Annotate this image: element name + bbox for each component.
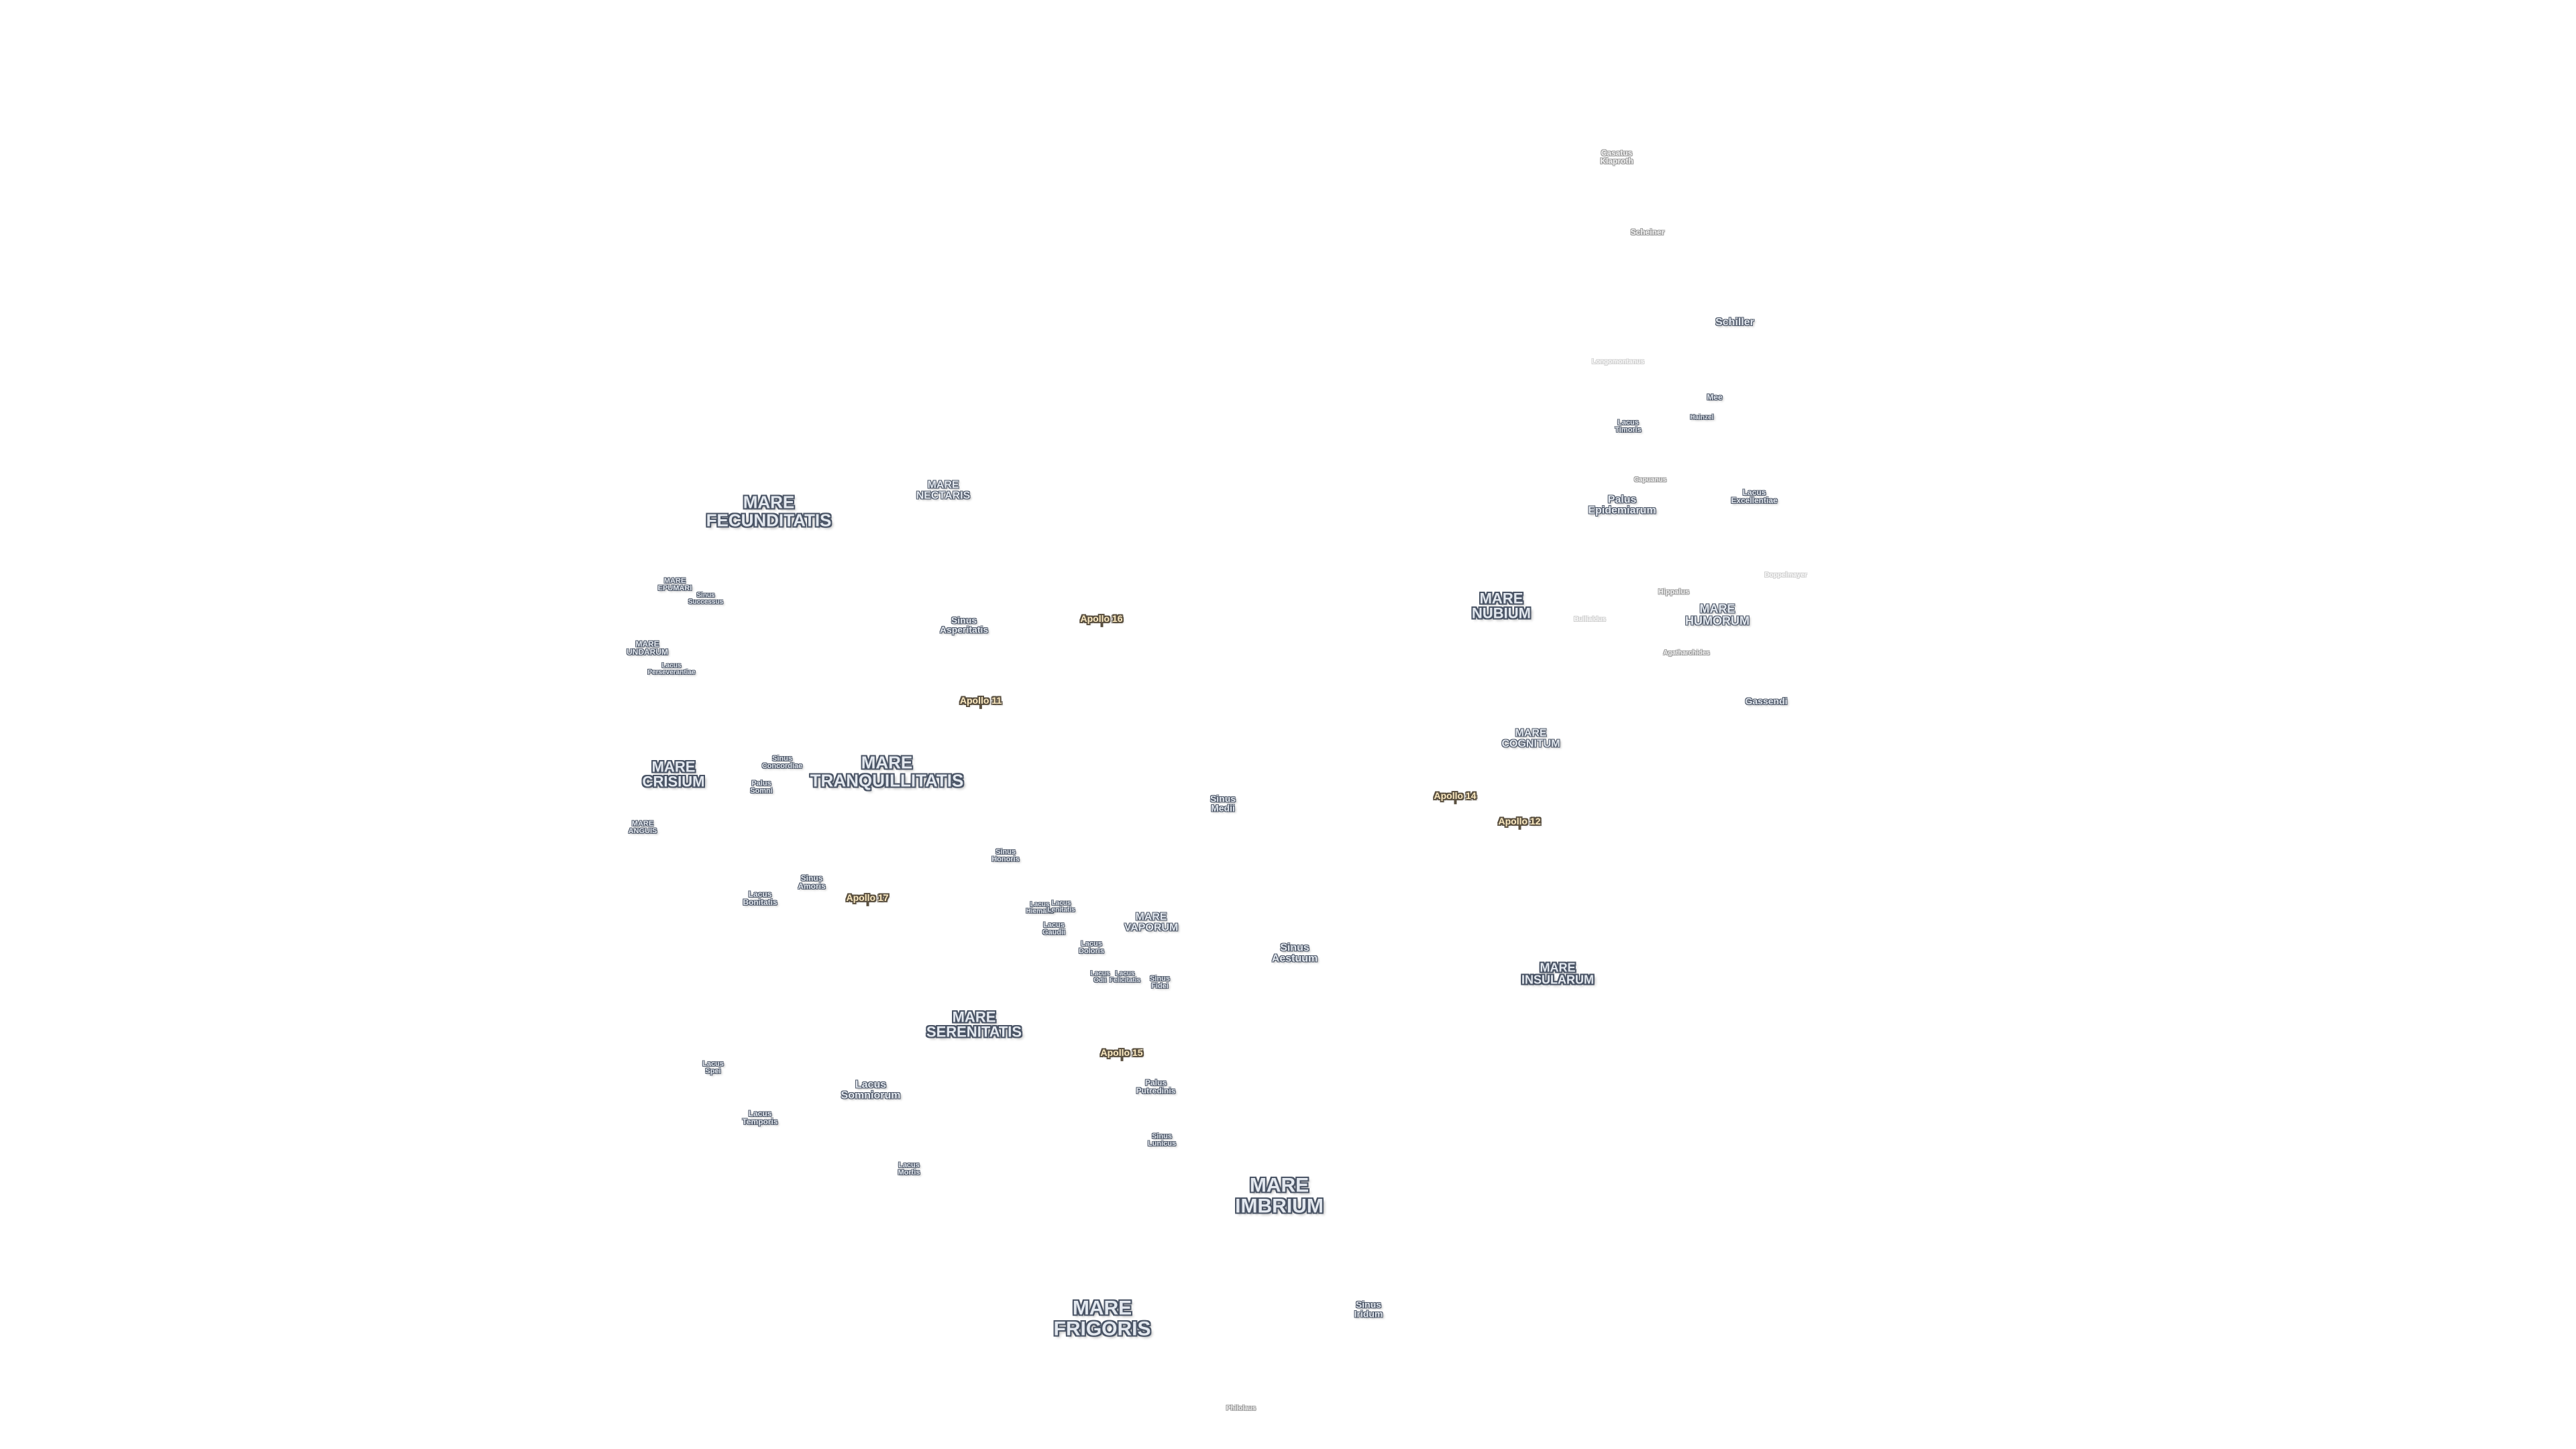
- label-agatharchides: Agatharchides: [1663, 649, 1710, 657]
- label-mare-undarum: MARE UNDARUM: [627, 639, 668, 657]
- label-mare-anguis: MARE ANGUIS: [628, 819, 657, 835]
- label-lacus-temporis: Lacus Temporis: [742, 1108, 778, 1126]
- label-lacus-mortis: Lacus Mortis: [898, 1161, 920, 1177]
- apollo-17-site[interactable]: Apollo 17: [846, 892, 889, 907]
- label-mare-serenitatis: MARE SERENITATIS: [926, 1008, 1022, 1040]
- label-scheiner: Scheiner: [1630, 227, 1665, 237]
- label-palus-epidemiarum: Palus Epidemiarum: [1588, 494, 1656, 517]
- label-casatus-klaproth: Casatus Klaproth: [1600, 148, 1633, 166]
- label-doppelmayer: Doppelmayer: [1764, 571, 1807, 579]
- landing-marker-icon: [1120, 1057, 1123, 1062]
- label-mare-cognitum: MARE COGNITUM: [1501, 727, 1560, 750]
- label-bullialdus: Bullialdus: [1574, 615, 1606, 623]
- label-sinus-honoris: Sinus Honoris: [991, 847, 1020, 863]
- label-capuanus: Capuanus: [1633, 476, 1667, 484]
- apollo-12-label: Apollo 12: [1498, 815, 1541, 826]
- label-lacus-lenitatis: Lacus Lenitatis: [1047, 899, 1075, 914]
- label-mare-tranquillitatis: MARE TRANQUILLITATIS: [810, 752, 964, 790]
- label-mare-frigoris: MARE FRIGORIS: [1053, 1297, 1151, 1340]
- apollo-11-label: Apollo 11: [959, 694, 1002, 706]
- label-mare-imbrium: MARE IMBRIUM: [1235, 1174, 1324, 1217]
- label-sinus-amoris: Sinus Amoris: [798, 873, 826, 891]
- apollo-16-label: Apollo 16: [1080, 612, 1123, 624]
- label-lacus-somniorum: Lacus Somniorum: [841, 1079, 901, 1102]
- apollo-16-site[interactable]: Apollo 16: [1080, 612, 1123, 628]
- label-lacus-doloris: Lacus Doloris: [1079, 939, 1104, 955]
- landing-marker-icon: [1453, 800, 1456, 805]
- apollo-15-label: Apollo 15: [1100, 1046, 1143, 1058]
- label-sinus-successus: Sinus Successus: [688, 591, 724, 606]
- label-sinus-medii: Sinus Medii: [1210, 793, 1236, 814]
- apollo-11-site[interactable]: Apollo 11: [959, 694, 1002, 710]
- label-lacus-odii: Lacus Odii: [1090, 969, 1110, 984]
- label-gassendi: Gassendi: [1745, 695, 1788, 706]
- label-mare-epumari: MARE EPUMARI: [657, 576, 692, 592]
- label-lacus-felicitatis: Lacus Felicitatis: [1109, 969, 1141, 984]
- apollo-17-label: Apollo 17: [846, 892, 889, 903]
- landing-marker-icon: [865, 902, 869, 907]
- label-lacus-spei: Lacus Spei: [702, 1059, 724, 1075]
- label-schiller: Schiller: [1715, 316, 1754, 328]
- label-lacus-excellentiae: Lacus Excellentiae: [1731, 487, 1778, 505]
- label-longomontanus: Longomontanus: [1591, 358, 1645, 366]
- label-mare-nubium: MARE NUBIUM: [1472, 590, 1531, 622]
- landing-marker-icon: [1517, 826, 1521, 830]
- label-lacus-gaudii: Lacus Gaudii: [1042, 920, 1066, 936]
- label-palus-putredinis: Palus Putredinis: [1136, 1077, 1176, 1095]
- label-lacus-perseverantiae: Lacus Perseverantiae: [647, 661, 696, 676]
- label-sinus-concordiae: Sinus Concordiae: [761, 754, 803, 770]
- label-hippalus: Hippalus: [1658, 588, 1690, 596]
- label-mare-insularum: MARE INSULARUM: [1521, 961, 1594, 987]
- label-lacus-hiemalis: Lacus Hiemalis: [1026, 900, 1054, 915]
- label-mee: Mee: [1707, 392, 1723, 402]
- apollo-14-label: Apollo 14: [1434, 790, 1477, 801]
- label-lacus-timoris: Lacus Timoris: [1615, 418, 1642, 434]
- label-palus-somni: Palus Somni: [750, 779, 773, 795]
- label-lacus-bonitatis: Lacus Bonitatis: [743, 889, 777, 907]
- landing-marker-icon: [1099, 623, 1103, 628]
- label-philolaus: Philolaus: [1226, 1404, 1256, 1412]
- label-mare-humorum: MARE HUMORUM: [1685, 602, 1750, 628]
- label-mare-crisium: MARE CRISIUM: [642, 758, 705, 790]
- label-sinus-fidei: Sinus Fidei: [1150, 974, 1170, 990]
- label-mare-fecunditatis: MARE FECUNDITATIS: [706, 492, 832, 530]
- label-hainzel: Hainzel: [1690, 413, 1714, 421]
- label-mare-nectaris: MARE NECTARIS: [916, 479, 971, 502]
- label-mare-vaporum: MARE VAPORUM: [1124, 911, 1179, 934]
- apollo-12-site[interactable]: Apollo 12: [1498, 815, 1541, 830]
- landing-marker-icon: [979, 705, 982, 710]
- label-sinus-aestuum: Sinus Aestuum: [1271, 942, 1318, 965]
- label-sinus-iridum: Sinus Iridum: [1354, 1299, 1383, 1320]
- label-sinus-lunicus: Sinus Lunicus: [1147, 1132, 1177, 1148]
- apollo-14-site[interactable]: Apollo 14: [1434, 790, 1477, 805]
- label-sinus-asperitatis: Sinus Asperitatis: [939, 614, 989, 635]
- apollo-15-site[interactable]: Apollo 15: [1100, 1046, 1143, 1062]
